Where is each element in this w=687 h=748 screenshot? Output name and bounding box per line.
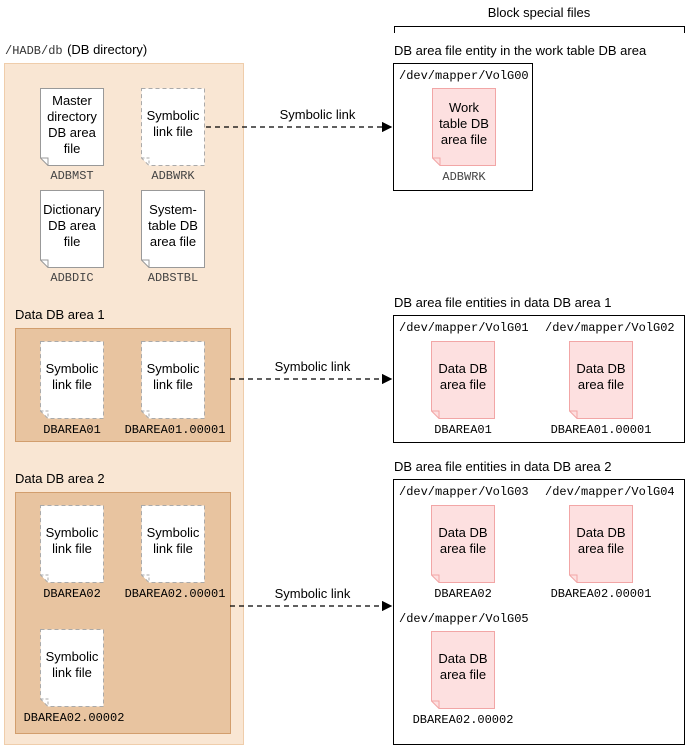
file-label-line: link file bbox=[52, 665, 92, 680]
work-entity-file: Work table DB area file bbox=[432, 88, 496, 166]
master-file-name: ADBMST bbox=[50, 169, 94, 183]
area1-device-path-2: /dev/mapper/VolG02 bbox=[545, 321, 675, 335]
work-entity-name: ADBWRK bbox=[442, 170, 486, 184]
area1-file-1-name: DBAREA01 bbox=[43, 423, 101, 437]
file-label-line: directory bbox=[47, 109, 97, 124]
area2-device-path-3: /dev/mapper/VolG05 bbox=[399, 612, 529, 626]
area2-link-file-2: Symbolic link file bbox=[141, 505, 205, 583]
file-label-line: Symbolic bbox=[45, 649, 99, 664]
file-label-line: DB area bbox=[48, 125, 96, 140]
area1-entity-name-1: DBAREA01 bbox=[434, 423, 492, 437]
file-label-line: Symbolic bbox=[146, 361, 200, 376]
file-label-line: Symbolic bbox=[146, 108, 200, 123]
file-label-line: Dictionary bbox=[43, 202, 101, 217]
db-directory-label: (DB directory) bbox=[67, 42, 148, 57]
file-label-line: Data DB bbox=[576, 525, 626, 540]
area2-link-file-3: Symbolic link file bbox=[40, 629, 104, 707]
file-label-line: Master bbox=[52, 93, 92, 108]
block-special-title: Block special files bbox=[487, 5, 591, 20]
area1-entity-file-1: Data DB area file bbox=[431, 341, 495, 419]
file-label-line: Data DB bbox=[438, 525, 488, 540]
area1-link-file-2: Symbolic link file bbox=[141, 341, 205, 419]
area2-entity-name-2: DBAREA02.00001 bbox=[550, 587, 652, 601]
file-label-line: link file bbox=[52, 377, 92, 392]
file-label-line: Symbolic bbox=[45, 361, 99, 376]
area1-entity-file-2: Data DB area file bbox=[569, 341, 633, 419]
area1-device-path-1: /dev/mapper/VolG01 bbox=[399, 321, 529, 335]
file-label-line: area file bbox=[149, 234, 197, 249]
db-directory-heading: /HADB/db (DB directory) bbox=[5, 41, 147, 59]
area2-link-label: Symbolic link bbox=[274, 586, 351, 601]
area2-device-path-2: /dev/mapper/VolG04 bbox=[545, 485, 675, 499]
area2-file-3-name: DBAREA02.00002 bbox=[23, 711, 125, 725]
work-link-label: Symbolic link bbox=[279, 107, 356, 122]
file-label-line: link file bbox=[52, 541, 92, 556]
area1-entity-name-2: DBAREA01.00001 bbox=[550, 423, 652, 437]
file-label-line: Data DB bbox=[576, 361, 626, 376]
area1-file-2-name: DBAREA01.00001 bbox=[124, 423, 226, 437]
area2-entity-file-1: Data DB area file bbox=[431, 505, 495, 583]
db-directory-path: /HADB/db bbox=[5, 44, 63, 58]
file-label-line: table DB bbox=[148, 218, 198, 233]
master-directory-file: Master directory DB area file bbox=[40, 88, 104, 166]
file-label-line: Work bbox=[448, 100, 480, 115]
data-area-2-title: Data DB area 2 bbox=[15, 471, 105, 486]
area2-file-2-name: DBAREA02.00001 bbox=[124, 587, 226, 601]
work-link-file-name: ADBWRK bbox=[151, 169, 195, 183]
file-label-line: link file bbox=[153, 377, 193, 392]
area1-entity-title: DB area file entities in data DB area 1 bbox=[394, 295, 612, 310]
file-label-line: area file bbox=[577, 377, 625, 392]
file-label-line: System- bbox=[149, 202, 197, 217]
area2-entity-name-3: DBAREA02.00002 bbox=[412, 713, 514, 727]
file-label-line: Data DB bbox=[438, 651, 488, 666]
file-label-line: DB area bbox=[48, 218, 96, 233]
file-label-line: table DB bbox=[439, 116, 489, 131]
data-area-1-title: Data DB area 1 bbox=[15, 307, 105, 322]
system-table-file: System- table DB area file bbox=[141, 190, 205, 268]
area2-entity-file-3: Data DB area file bbox=[431, 631, 495, 709]
area2-file-1-name: DBAREA02 bbox=[43, 587, 101, 601]
file-label-line: Symbolic bbox=[146, 525, 200, 540]
file-label-line: link file bbox=[153, 541, 193, 556]
work-entity-title: DB area file entity in the work table DB… bbox=[394, 43, 647, 58]
file-label-line: area file bbox=[439, 667, 487, 682]
dictionary-file-name: ADBDIC bbox=[50, 271, 94, 285]
area1-link-label: Symbolic link bbox=[274, 359, 351, 374]
file-label-line: link file bbox=[153, 124, 193, 139]
area1-link-file-1: Symbolic link file bbox=[40, 341, 104, 419]
work-device-path: /dev/mapper/VolG00 bbox=[399, 69, 529, 83]
area2-entity-name-1: DBAREA02 bbox=[434, 587, 492, 601]
file-label-line: file bbox=[63, 141, 81, 156]
block-special-bracket bbox=[394, 26, 685, 33]
work-symbolic-link-file: Symbolic link file bbox=[141, 88, 205, 166]
file-label-line: area file bbox=[439, 377, 487, 392]
dictionary-file: Dictionary DB area file bbox=[40, 190, 104, 268]
system-file-name: ADBSTBL bbox=[147, 271, 199, 285]
area2-device-path-1: /dev/mapper/VolG03 bbox=[399, 485, 529, 499]
file-label-line: Symbolic bbox=[45, 525, 99, 540]
file-label-line: area file bbox=[577, 541, 625, 556]
area2-link-file-1: Symbolic link file bbox=[40, 505, 104, 583]
area2-entity-file-2: Data DB area file bbox=[569, 505, 633, 583]
file-label-line: Data DB bbox=[438, 361, 488, 376]
file-label-line: area file bbox=[440, 132, 488, 147]
file-label-line: file bbox=[63, 234, 81, 249]
file-label-line: area file bbox=[439, 541, 487, 556]
area2-entity-title: DB area file entities in data DB area 2 bbox=[394, 459, 612, 474]
